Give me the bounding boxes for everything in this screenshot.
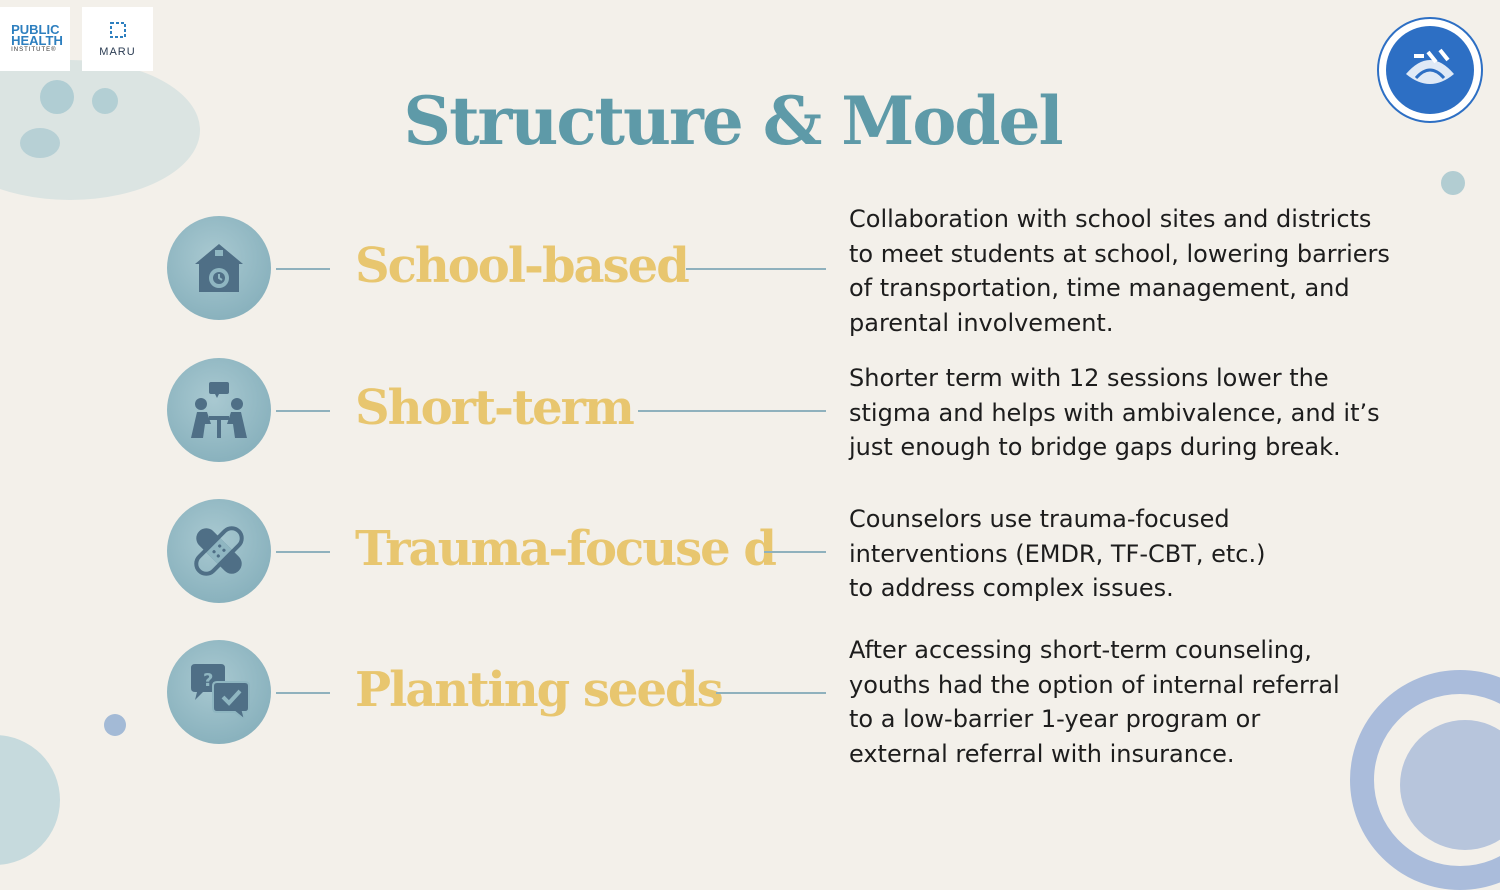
connector-line-right xyxy=(686,268,826,270)
model-row-trauma-focused: Trauma-focuse d Counselors use trauma-fo… xyxy=(0,499,1500,609)
maru-logo-label: MARU xyxy=(99,46,136,58)
background-ring xyxy=(1400,720,1500,850)
model-row-planting-seeds: ? Planting seeds After accessing short-t… xyxy=(0,636,1500,768)
background-dot xyxy=(40,80,74,114)
background-blob xyxy=(0,735,60,865)
background-blob xyxy=(0,60,200,200)
background-dot xyxy=(1441,171,1465,195)
page-title: Structure & Model xyxy=(403,82,1063,160)
model-description: After accessing short-term counseling, y… xyxy=(849,636,1340,768)
connector-line-left xyxy=(276,551,330,553)
connector-line-right xyxy=(638,410,826,412)
model-label: Trauma-focuse d xyxy=(355,521,777,577)
svg-text:?: ? xyxy=(203,670,213,691)
model-description: Counselors use trauma-focused interventi… xyxy=(849,505,1266,602)
phi-logo-line2: HEALTH xyxy=(11,33,63,48)
public-health-institute-logo: PUBLIC HEALTH INSTITUTE® xyxy=(0,7,70,71)
connector-line-left xyxy=(276,268,330,270)
background-dot xyxy=(92,88,118,114)
counseling-session-icon xyxy=(167,358,271,462)
question-answer-chat-icon: ? xyxy=(167,640,271,744)
model-label: Planting seeds xyxy=(355,662,724,718)
connector-line-left xyxy=(276,410,330,412)
bandage-icon xyxy=(167,499,271,603)
iway2-logo xyxy=(1376,16,1484,124)
background-dot xyxy=(104,714,126,736)
maru-logo: MARU xyxy=(82,7,153,71)
background-dot xyxy=(20,128,60,158)
model-description: Shorter term with 12 sessions lower the … xyxy=(849,364,1380,461)
model-description: Collaboration with school sites and dist… xyxy=(849,205,1390,337)
model-row-school-based: School-based Collaboration with school s… xyxy=(0,205,1500,337)
connector-line-left xyxy=(276,692,330,694)
phi-logo-line3: INSTITUTE® xyxy=(11,47,57,53)
model-row-short-term: Short-term Shorter term with 12 sessions… xyxy=(0,358,1500,468)
connector-line-right xyxy=(764,551,826,553)
connector-line-right xyxy=(716,692,826,694)
phi-logo-line1: PUBLIC xyxy=(11,22,60,37)
school-house-icon xyxy=(167,216,271,320)
model-label: School-based xyxy=(355,238,690,294)
model-label: Short-term xyxy=(355,380,635,436)
maru-mark-icon xyxy=(109,22,126,38)
